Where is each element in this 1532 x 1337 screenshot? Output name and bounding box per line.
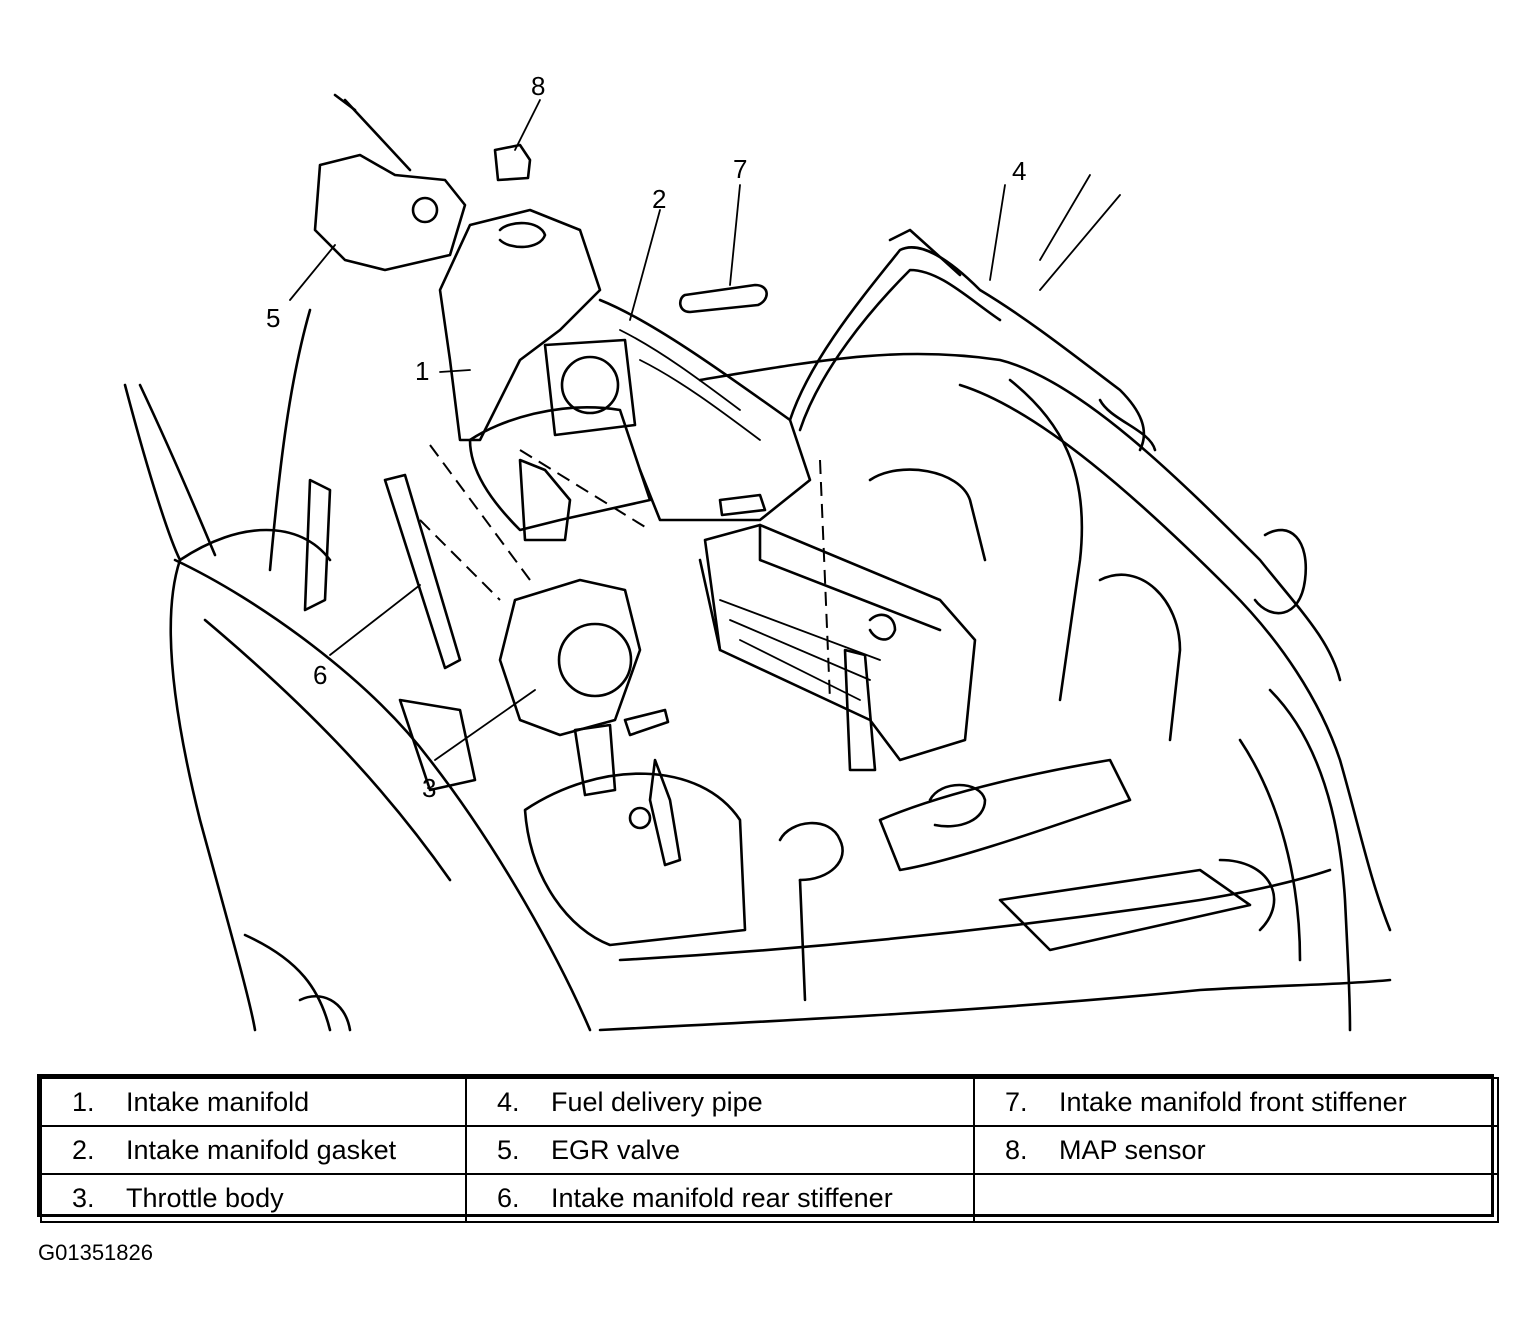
legend-label: Intake manifold front stiffener bbox=[1059, 1086, 1407, 1117]
legend-number: 4. bbox=[497, 1086, 520, 1117]
legend-number: 1. bbox=[72, 1086, 95, 1117]
legend-cell: 7. Intake manifold front stiffener bbox=[973, 1077, 1499, 1127]
parts-legend-table: 1. Intake manifold 4. Fuel delivery pipe 7… bbox=[37, 1074, 1499, 1223]
legend-cell: 1. Intake manifold bbox=[40, 1077, 467, 1127]
legend-row: 2. Intake manifold gasket 5. EGR valve 8. M… bbox=[40, 1125, 1499, 1175]
map-sensor-drawing bbox=[493, 143, 532, 182]
vehicle-body-outline bbox=[123, 308, 1392, 1032]
legend-number: 8. bbox=[1005, 1134, 1028, 1165]
engine-bay-exploded-diagram: 1 2 3 4 5 6 7 8 bbox=[123, 71, 1392, 1032]
callout-2: 2 bbox=[652, 184, 666, 214]
legend-number: 5. bbox=[497, 1134, 520, 1165]
legend-number: 7. bbox=[1005, 1086, 1028, 1117]
legend-cell-empty bbox=[973, 1173, 1499, 1223]
legend-cell: 2. Intake manifold gasket bbox=[40, 1125, 467, 1175]
legend-label: Intake manifold rear stiffener bbox=[551, 1182, 893, 1213]
callout-7: 7 bbox=[733, 154, 747, 184]
egr-valve-drawing bbox=[313, 93, 467, 272]
legend-label: Fuel delivery pipe bbox=[551, 1086, 763, 1117]
callout-3: 3 bbox=[422, 773, 436, 803]
legend-cell: 8. MAP sensor bbox=[973, 1125, 1499, 1175]
callout-4: 4 bbox=[1012, 156, 1026, 186]
callout-1: 1 bbox=[415, 356, 429, 386]
intake-manifold-drawing bbox=[438, 208, 812, 542]
legend-label: Intake manifold bbox=[126, 1086, 310, 1117]
callout-8: 8 bbox=[531, 71, 545, 101]
engine-block bbox=[523, 523, 1132, 1002]
legend-number: 6. bbox=[497, 1182, 520, 1213]
legend-cell: 4. Fuel delivery pipe bbox=[465, 1077, 975, 1127]
legend-row: 1. Intake manifold 4. Fuel delivery pipe 7… bbox=[40, 1077, 1499, 1127]
fuel-delivery-pipe-drawing bbox=[788, 228, 1157, 452]
figure-id: G01351826 bbox=[38, 1240, 153, 1265]
legend-number: 2. bbox=[72, 1134, 95, 1165]
rear-stiffener-drawing bbox=[383, 473, 462, 670]
legend-label: Intake manifold gasket bbox=[126, 1134, 397, 1165]
legend-row: 3. Throttle body 6. Intake manifold rear s… bbox=[40, 1173, 1499, 1223]
legend-label: MAP sensor bbox=[1059, 1134, 1206, 1165]
legend-cell: 3. Throttle body bbox=[40, 1173, 467, 1223]
leader-lines bbox=[289, 99, 1121, 761]
legend-number: 3. bbox=[72, 1182, 95, 1213]
legend-label: EGR valve bbox=[551, 1134, 681, 1165]
legend-label: Throttle body bbox=[126, 1182, 284, 1213]
throttle-body-drawing bbox=[498, 578, 682, 867]
callout-5: 5 bbox=[266, 303, 280, 333]
legend-cell: 5. EGR valve bbox=[465, 1125, 975, 1175]
legend-cell: 6. Intake manifold rear stiffener bbox=[465, 1173, 975, 1223]
callout-6: 6 bbox=[313, 660, 327, 690]
front-stiffener-drawing bbox=[679, 283, 768, 314]
